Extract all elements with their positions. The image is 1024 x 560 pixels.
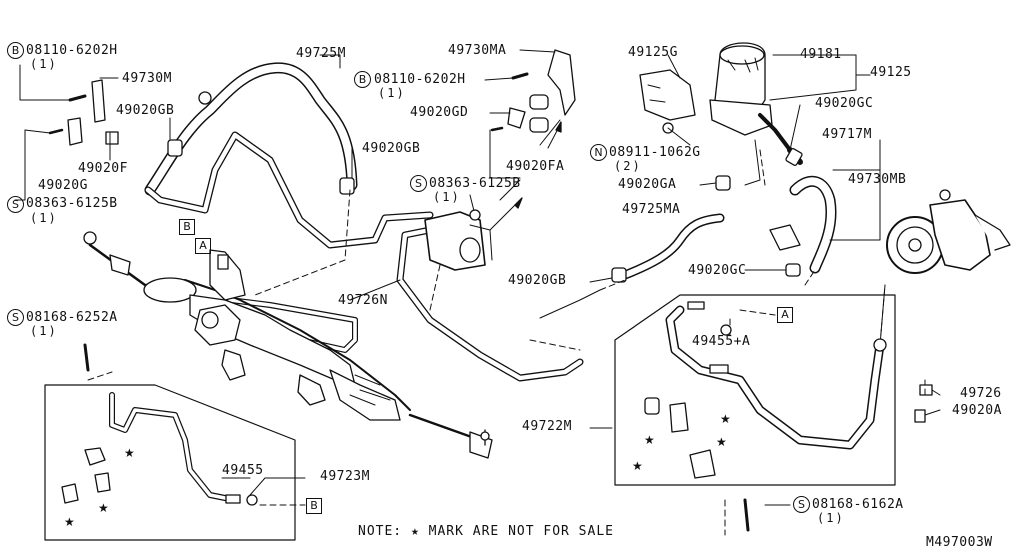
bolts [48,72,750,532]
part-label-49020GB: 49020GB [116,103,175,118]
clips-lower-left [61,447,111,504]
part-label-49020GC: 49020GC [688,263,747,278]
hose-49725MA [620,213,725,280]
part-label-49020A: 49020A [952,403,1002,418]
quantity: (1) [378,86,406,100]
steering-rack [83,231,493,459]
hose-49722M [665,305,885,450]
bracket-49730M [91,79,106,123]
box-49723M [44,384,296,541]
arrows [489,121,562,231]
part-label-49181: 49181 [800,47,842,62]
part-label-49723M: 49723M [320,469,370,484]
not-for-sale-star: ★ [124,446,135,460]
not-for-sale-star: ★ [98,501,109,515]
leader-lines [14,49,941,506]
part-label-49730M: 49730M [122,71,172,86]
reference-marker-b: B [306,498,322,514]
part-label-49722M: 49722M [522,419,572,434]
part-label-49455-a: 49455+A [692,334,751,349]
reservoir-tank [709,42,803,165]
part-label-08110-6202H: 08110-6202H [26,43,118,58]
cooler-49726N-box [424,211,493,271]
clip-49020GC-49020GA [715,148,803,277]
part-label-49125: 49125 [870,65,912,80]
part-label-49725MA: 49725MA [622,202,681,217]
note-star: ★ [410,524,420,539]
not-for-sale-star: ★ [720,412,731,426]
quantity: (1) [30,57,58,71]
nut-marker-n: N [590,144,607,161]
part-label-49020G: 49020G [38,178,88,193]
reference-marker-a: A [195,238,211,254]
reference-marker-b: B [179,219,195,235]
hose-49717M [789,175,837,274]
fittings [198,91,887,506]
hose-49725M [144,62,358,196]
note-prefix: NOTE: [358,524,403,539]
not-for-sale-star: ★ [64,515,75,529]
not-for-sale-star: ★ [632,459,643,473]
screw-marker-s: S [7,196,24,213]
part-label-49020GD: 49020GD [410,105,469,120]
part-label-08168-6252A: 08168-6252A [26,310,118,325]
quantity: (1) [433,190,461,204]
screw-marker-s: S [410,175,427,192]
note-text: MARK ARE NOT FOR SALE [428,524,614,539]
pipe-49020GB-tube [144,131,434,249]
reservoir-bracket-49125G [639,69,696,134]
grommet-49020F [105,131,119,145]
part-label-49730MA: 49730MA [448,43,507,58]
part-label-49020GC: 49020GC [815,96,874,111]
part-label-49020GB: 49020GB [508,273,567,288]
part-label-08110-6202H: 08110-6202H [374,72,466,87]
drawing-code: M497003W [926,535,993,550]
part-label-08363-6125B: 08363-6125B [429,176,521,191]
part-label-49726N: 49726N [338,293,388,308]
part-label-49020F: 49020F [78,161,128,176]
quantity: (1) [817,511,845,525]
part-label-49455: 49455 [222,463,264,478]
power-steering-pump [886,189,1011,274]
clamp-49020G [67,117,83,146]
grommets-49020FA [529,94,549,133]
box-49722M [614,294,896,486]
not-for-sale-star: ★ [644,433,655,447]
screw-marker-s: S [793,496,810,513]
part-label-08911-1062G: 08911-1062G [609,145,701,160]
clamp-49020GD [507,107,526,129]
bolt-marker-b: B [354,71,371,88]
part-label-08363-6125B: 08363-6125B [26,196,118,211]
screw-marker-s: S [7,309,24,326]
quantity: (1) [30,324,58,338]
part-label-49125G: 49125G [628,45,678,60]
part-label-49717M: 49717M [822,127,872,142]
part-label-49020GB: 49020GB [362,141,421,156]
bolt-marker-b: B [7,42,24,59]
part-label-49020FA: 49020FA [506,159,565,174]
clips-lower-right [644,384,933,479]
bracket-49730MA [547,49,576,116]
part-label-49020GA: 49020GA [618,177,677,192]
quantity: (2) [614,159,642,173]
reference-marker-a: A [777,307,793,323]
part-label-49730MB: 49730MB [848,172,907,187]
sale-note: NOTE: ★ MARK ARE NOT FOR SALE [358,524,614,539]
quantity: (1) [30,211,58,225]
part-label-49726: 49726 [960,386,1002,401]
pipe-49723M [109,392,238,503]
bracket-49730MB [769,224,801,251]
pipe-49726N [396,226,584,382]
part-label-49725M: 49725M [296,46,346,61]
not-for-sale-star: ★ [716,435,727,449]
part-label-08168-6162A: 08168-6162A [812,497,904,512]
